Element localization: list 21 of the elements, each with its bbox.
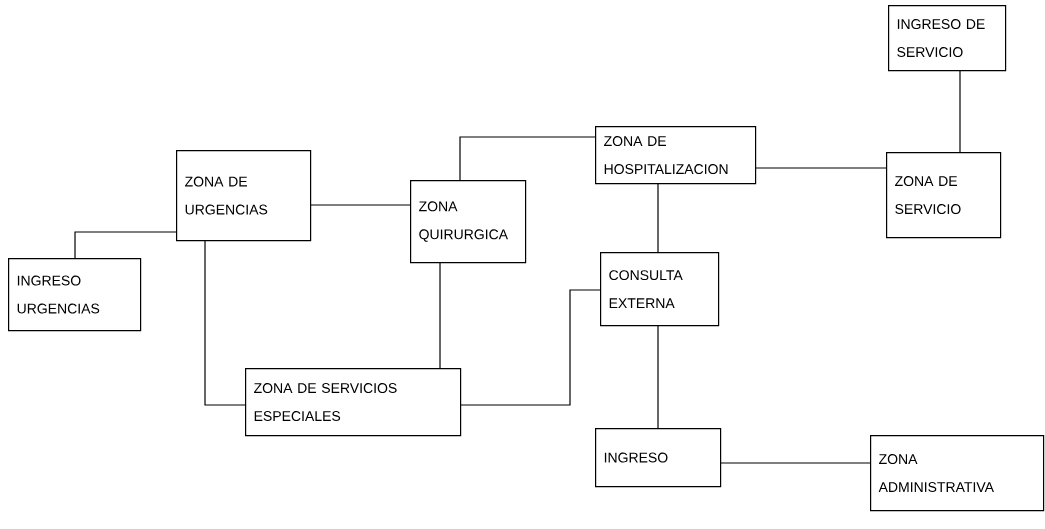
- connector-line: [459, 136, 596, 181]
- connector-line: [309, 204, 411, 206]
- connector-line: [657, 182, 659, 253]
- zone-box: ZONA ADMINISTRATIVA: [870, 435, 1045, 512]
- zone-box: ZONA DE SERVICIOS ESPECIALES: [245, 368, 462, 437]
- zone-box: ZONA DE HOSPITALIZACION: [595, 126, 757, 185]
- connector-line: [459, 289, 601, 406]
- zone-box: CONSULTA EXTERNA: [600, 252, 720, 327]
- zone-box: INGRESO URGENCIAS: [8, 258, 142, 332]
- zone-box: INGRESO DE SERVICIO: [888, 5, 1007, 72]
- zone-box: ZONA DE URGENCIAS: [176, 150, 312, 242]
- zone-box: INGRESO: [595, 427, 722, 488]
- connector-line: [657, 324, 659, 429]
- connector-line: [719, 462, 871, 464]
- connector-line: [754, 167, 887, 169]
- zone-box: ZONA DE SERVICIO: [886, 152, 1002, 239]
- connector-line: [74, 231, 177, 259]
- connector-line: [959, 69, 961, 153]
- connector-line: [439, 261, 441, 369]
- connector-line: [204, 239, 246, 406]
- zone-box: ZONA QUIRURGICA: [410, 180, 527, 264]
